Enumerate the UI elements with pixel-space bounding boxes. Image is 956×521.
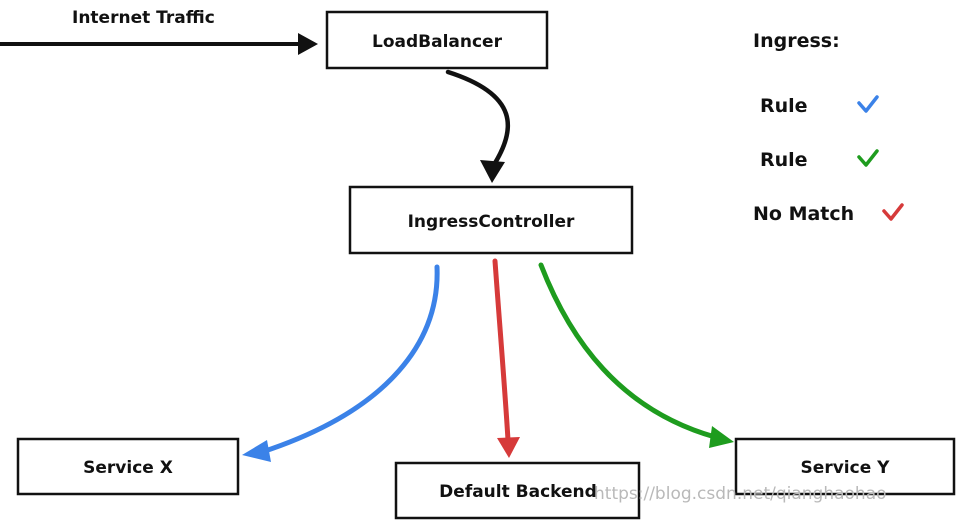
default-backend-label: Default Backend — [439, 482, 597, 502]
rule-arrow-green — [538, 262, 734, 448]
check-icon — [882, 203, 904, 221]
no-match-arrow-red — [492, 258, 520, 458]
legend: Ingress: Rule Rule No Match — [753, 30, 904, 225]
lb-to-controller-arrow — [445, 69, 511, 183]
service-x-label: Service X — [83, 458, 173, 478]
internet-traffic-arrow — [0, 33, 318, 55]
ingress-controller-node: IngressController — [348, 185, 634, 255]
rule-arrow-blue — [242, 264, 440, 462]
ingress-controller-label: IngressController — [408, 212, 575, 232]
load-balancer-node: LoadBalancer — [325, 10, 549, 70]
check-icon — [857, 149, 879, 167]
service-y-node: Service Y — [734, 437, 956, 496]
check-icon — [857, 95, 879, 113]
legend-item-label: No Match — [753, 203, 854, 225]
load-balancer-label: LoadBalancer — [372, 32, 503, 52]
legend-item-label: Rule — [760, 95, 808, 117]
service-x-node: Service X — [16, 437, 240, 496]
service-y-label: Service Y — [801, 458, 891, 478]
watermark-text: https://blog.csdn.net/qianghaohao — [594, 484, 887, 504]
legend-item-label: Rule — [760, 149, 808, 171]
legend-title: Ingress: — [753, 30, 840, 52]
default-backend-node: Default Backend — [394, 461, 641, 520]
internet-traffic-label: Internet Traffic — [72, 8, 215, 28]
